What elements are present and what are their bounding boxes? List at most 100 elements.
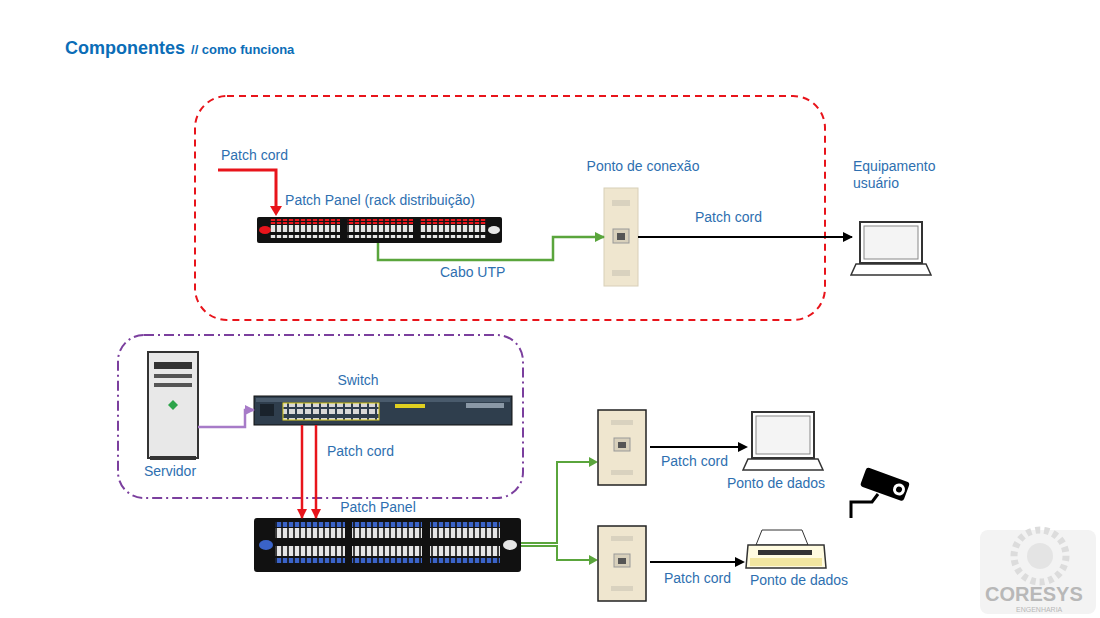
patch-panel-bottom: [352, 522, 422, 540]
cable-label: Patch cord: [221, 147, 288, 164]
patch-panel-top: [488, 226, 500, 234]
wall-outlet: [618, 558, 626, 564]
device-node: Equipamento usuário: [852, 222, 930, 275]
device-label: Switch: [337, 372, 378, 389]
patch-panel-bottom: [254, 518, 521, 572]
patch-panel-top: [257, 217, 502, 243]
server-tower: [154, 374, 192, 378]
wall-outlet: [613, 229, 629, 243]
utp-cables: [589, 457, 598, 467]
network-switch: [395, 404, 425, 408]
device-label: Patch Panel: [340, 499, 416, 516]
title-row: Componentes // como funciona: [65, 38, 294, 59]
patch-panel-top: [270, 225, 340, 238]
wall-outlet: [614, 438, 630, 451]
watermark-logo: [1027, 543, 1053, 569]
wall-outlet: [611, 420, 633, 425]
server-tower: [148, 352, 198, 458]
wall-outlet: [612, 200, 630, 206]
camera-icon: [860, 467, 910, 502]
wall-outlet: [614, 554, 630, 567]
wall-outlet: [618, 442, 626, 448]
utp-cables: [521, 457, 598, 565]
laptop-top: [851, 264, 931, 275]
subtitle: // como funciona: [191, 42, 294, 57]
server-tower: [150, 456, 196, 460]
laptop-bottom: [756, 416, 810, 454]
patch-panel-top: [420, 225, 486, 238]
utp-cables: [589, 555, 598, 565]
printer: [746, 545, 826, 568]
laptop-bottom: [752, 412, 814, 458]
patch-panel-top: [347, 219, 413, 224]
device-label: Patch Panel (rack distribuição): [285, 192, 475, 209]
cable-connector: [315, 425, 318, 518]
patch-cord-arrow: [270, 206, 282, 216]
camera-icon: [891, 482, 906, 497]
patch-panel-bottom: [430, 522, 500, 540]
device-node: Ponto de conexão: [604, 188, 638, 286]
patch-cord-arrows: [650, 442, 748, 567]
device-label: Ponto de conexão: [587, 158, 700, 175]
patch-cord-arrows: [650, 561, 736, 563]
wall-outlet: [604, 188, 638, 286]
device-label: Equipamento usuário: [853, 158, 953, 192]
patch-panel-bottom: [503, 540, 517, 550]
watermark-text: CORESYS: [985, 583, 1083, 605]
watermark-logo: [980, 530, 1096, 614]
wall-outlet: [598, 526, 646, 601]
patch-cord-arrow: [218, 170, 282, 216]
connector-label: Cabo UTP: [440, 264, 505, 281]
patch-panel-top: [347, 225, 413, 238]
patch-cord-arrows: [650, 446, 740, 448]
cable-connector: [638, 236, 852, 238]
network-switch: [260, 404, 274, 416]
network-switch: [283, 403, 379, 420]
patch-panel-bottom: [275, 546, 345, 564]
camera-icon: [845, 458, 920, 522]
laptop-top: [851, 222, 931, 275]
utp-cables: [521, 462, 590, 543]
printer: [746, 530, 826, 568]
laptop-top: [864, 226, 918, 259]
laptop-bottom: [743, 412, 823, 470]
laptop-top: [860, 222, 922, 263]
watermark-logo: [1014, 530, 1066, 582]
printer: [758, 550, 812, 555]
watermark-logo: [980, 530, 1096, 614]
device-label: Servidor: [144, 463, 196, 480]
camera-icon: [851, 494, 878, 518]
camera-icon: [895, 486, 903, 494]
purple-region: [118, 335, 523, 498]
patch-panel-bottom: [254, 518, 521, 572]
wall-outlet: [604, 188, 638, 286]
patch-panel-top: [270, 219, 340, 224]
page-title: Componentes: [65, 38, 185, 59]
camera-icon: [860, 467, 910, 502]
cable-connector: [301, 425, 304, 518]
wall-outlet: [598, 526, 646, 601]
device-label: Ponto de dados: [727, 475, 825, 492]
printer: [756, 530, 808, 545]
patch-panel-bottom: [259, 540, 273, 550]
device-node: Ponto de dados: [740, 412, 822, 470]
network-switch: [254, 396, 512, 425]
red-region: [195, 96, 825, 320]
utp-cables: [521, 546, 590, 560]
server-tower: [154, 362, 192, 369]
connector-label: Patch cord: [327, 443, 394, 460]
wall-outlet: [611, 536, 633, 541]
patch-cord-arrow: [218, 170, 276, 208]
cable-connector: [378, 237, 604, 260]
patch-panel-top: [259, 226, 271, 234]
wall-outlet: [598, 410, 646, 485]
device-node: Ponto de dados: [744, 530, 826, 570]
laptop-bottom: [743, 459, 823, 470]
patch-cord-arrows: [735, 557, 745, 567]
patch-panel-bottom: [352, 546, 422, 564]
patch-panel-top: [257, 217, 502, 243]
printer: [750, 558, 822, 566]
network-switch: [254, 396, 512, 425]
